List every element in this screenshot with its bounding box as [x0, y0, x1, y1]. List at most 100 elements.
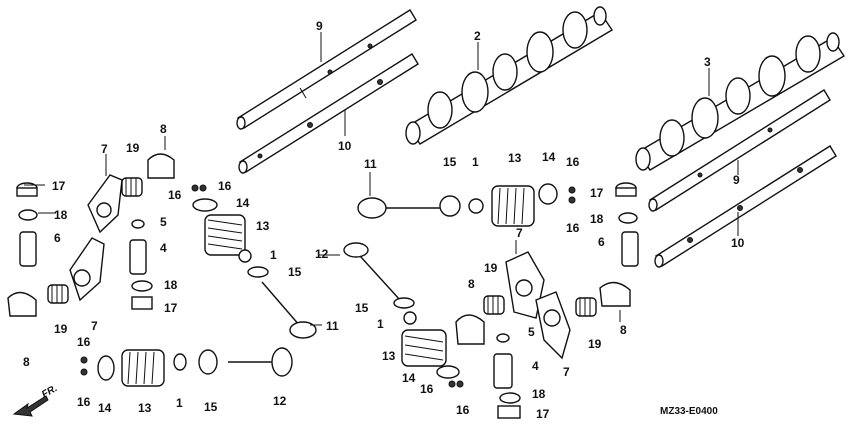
- valve-11-center: [357, 197, 440, 219]
- callout-18: 18: [532, 387, 546, 401]
- callout-16: 16: [456, 403, 470, 417]
- callout-16: 16: [566, 221, 580, 235]
- rocker-shaft-upper: [236, 9, 417, 130]
- callout-18: 18: [590, 212, 604, 226]
- roller-left-lower: [47, 284, 69, 304]
- rocker-shaft-right-lower: [654, 145, 837, 268]
- spring-13-center: [491, 185, 535, 227]
- callout-19: 19: [484, 261, 498, 275]
- seal-1-lower: [403, 311, 417, 325]
- washer-18-right-b: [499, 392, 521, 404]
- front-direction-arrow-icon: [12, 395, 49, 417]
- callout-11: 11: [326, 319, 339, 333]
- retainer-14-lower: [436, 365, 460, 379]
- callout-16: 16: [218, 179, 232, 193]
- callout-7: 7: [91, 319, 98, 333]
- callout-13: 13: [256, 219, 270, 233]
- callout-15: 15: [355, 301, 369, 315]
- roller-left-upper: [121, 177, 143, 197]
- rocker-arm-right-a: [505, 251, 545, 319]
- callout-16: 16: [168, 188, 182, 202]
- callout-7: 7: [101, 142, 108, 156]
- callout-15: 15: [443, 155, 457, 169]
- valve-12-center: [343, 242, 401, 301]
- valve-11-left: [261, 281, 317, 339]
- callout-5: 5: [160, 215, 167, 229]
- lifter-4-right: [493, 353, 513, 389]
- callout-1: 1: [176, 396, 183, 410]
- callout-16: 16: [77, 395, 91, 409]
- callout-7: 7: [516, 226, 523, 240]
- spring-13-top: [204, 214, 246, 256]
- callout-5: 5: [528, 325, 535, 339]
- callout-15: 15: [204, 400, 218, 414]
- callout-13: 13: [508, 151, 522, 165]
- cap-17-right-b: [497, 405, 521, 419]
- camshaft-right: [635, 32, 845, 171]
- callout-17: 17: [590, 186, 604, 200]
- seat-15-top: [247, 266, 269, 278]
- rocker-shaft-lower: [238, 53, 419, 174]
- callout-6: 6: [598, 235, 605, 249]
- washer-18-left-b: [131, 280, 153, 292]
- lifter-4-left: [129, 239, 147, 275]
- callout-13: 13: [138, 401, 152, 415]
- spring-13-bottom: [121, 349, 165, 387]
- rocker-arm-right-b: [535, 291, 571, 360]
- callout-2: 2: [474, 29, 481, 43]
- callout-11: 11: [364, 157, 377, 171]
- adjuster-6-left: [19, 231, 37, 267]
- seal-1-center: [468, 198, 484, 214]
- callout-16: 16: [420, 382, 434, 396]
- rocker-arm-left-lower: [69, 237, 105, 302]
- callout-17: 17: [536, 407, 550, 421]
- cap-17-left-b: [131, 296, 153, 310]
- callout-9: 9: [316, 19, 323, 33]
- callout-14: 14: [236, 196, 250, 210]
- callout-9: 9: [733, 173, 740, 187]
- valve-cotter-pair-top: [191, 184, 207, 192]
- rocker-shaft-right-upper: [648, 89, 831, 212]
- seat-15-lower: [393, 297, 415, 309]
- callout-16: 16: [77, 335, 91, 349]
- rocker-arm-left-upper: [87, 174, 123, 234]
- callout-1: 1: [377, 317, 384, 331]
- callout-14: 14: [402, 371, 416, 385]
- valve-cotter-pair-lower: [448, 380, 464, 388]
- camshaft-left: [405, 6, 613, 145]
- callout-19: 19: [54, 322, 68, 336]
- callout-1: 1: [472, 155, 479, 169]
- callout-14: 14: [98, 401, 112, 415]
- roller-right-b: [575, 297, 597, 317]
- seal-1-bottom: [173, 353, 187, 371]
- callout-10: 10: [338, 139, 352, 153]
- callout-17: 17: [52, 179, 66, 193]
- lifter-holder-right-a: [455, 314, 485, 345]
- spring-13-lower: [401, 329, 447, 367]
- callout-16: 16: [566, 155, 580, 169]
- front-label: FR.: [40, 383, 59, 401]
- leader-lines: [24, 32, 739, 326]
- washer-18-left: [18, 209, 38, 221]
- callout-6: 6: [54, 231, 61, 245]
- callout-4: 4: [532, 359, 539, 373]
- callout-1: 1: [270, 248, 277, 262]
- callout-10: 10: [731, 236, 745, 250]
- callout-8: 8: [468, 277, 475, 291]
- callout-4: 4: [160, 241, 167, 255]
- valve-cotter-pair-bottom: [80, 356, 88, 376]
- diagram-code: MZ33-E0400: [660, 406, 718, 417]
- lifter-holder-right-b: [599, 281, 631, 307]
- callout-8: 8: [23, 355, 30, 369]
- callout-12: 12: [315, 247, 329, 261]
- callout-17: 17: [164, 301, 178, 315]
- callout-12: 12: [273, 394, 287, 408]
- callout-3: 3: [704, 55, 711, 69]
- callout-18: 18: [54, 208, 68, 222]
- callout-8: 8: [620, 323, 627, 337]
- seat-15-center: [439, 195, 461, 217]
- washer-18-right: [618, 212, 638, 224]
- retainer-14-center: [538, 183, 558, 205]
- cap-bolt-17-right: [615, 182, 637, 197]
